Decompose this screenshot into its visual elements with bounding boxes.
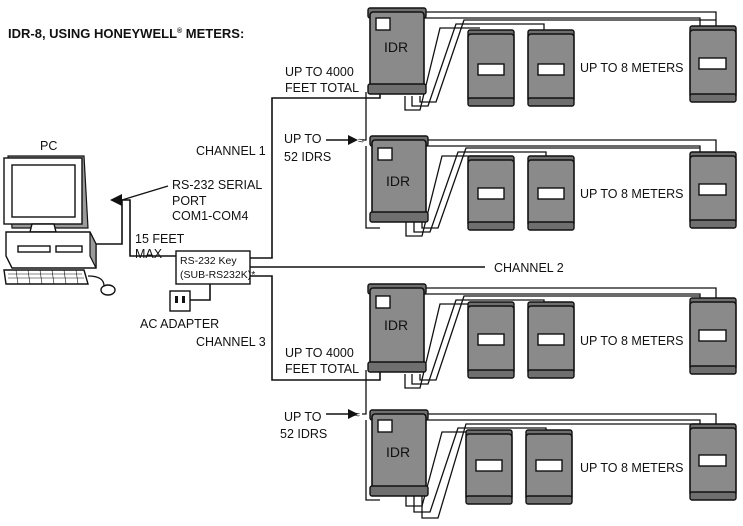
channel-1-label: CHANNEL 1 [196, 144, 266, 158]
idr-count-top-line1: UP TO [284, 132, 322, 146]
idr-group-3: ≈ IDR UP TO 8 METERS [354, 283, 737, 501]
arrow-right-icon [326, 409, 358, 419]
cable-max-line1: 15 FEET [135, 232, 185, 246]
meter [689, 151, 737, 229]
pc-computer: PC [3, 139, 116, 296]
channel-2-label: CHANNEL 2 [494, 261, 564, 275]
rs232-key-box: RS-232 Key (SUB-RS232K)* [175, 250, 255, 285]
distance-bottom-line2: FEET TOTAL [285, 362, 359, 376]
title-main: IDR-8, USING HONEYWELL [8, 26, 177, 41]
title-registered-mark: ® [177, 27, 183, 35]
diagram-title: IDR-8, USING HONEYWELL® METERS: [8, 26, 244, 41]
meters-label: UP TO 8 METERS [580, 61, 684, 75]
arrow-right-icon [326, 135, 358, 145]
idr-label: IDR [386, 444, 410, 460]
meter [467, 155, 515, 231]
distance-top-line2: FEET TOTAL [285, 81, 359, 95]
serial-port-label-line1: RS-232 SERIAL [172, 178, 262, 192]
idr-count-bottom-line2: 52 IDRS [280, 427, 327, 441]
ac-adapter-label: AC ADAPTER [140, 317, 219, 331]
idr-count-bottom-line1: UP TO [284, 410, 322, 424]
meter [467, 301, 515, 379]
meter [527, 155, 575, 231]
idr-label: IDR [386, 173, 410, 189]
idr-label: IDR [384, 317, 408, 333]
meter [527, 29, 575, 107]
meter [689, 297, 737, 375]
keyboard-keys [8, 269, 84, 285]
pc-label: PC [40, 139, 57, 153]
meters-label: UP TO 8 METERS [580, 461, 684, 475]
rs232-key-line2: (SUB-RS232K)* [180, 269, 255, 281]
serial-cable [96, 185, 176, 257]
distance-top-line1: UP TO 4000 [285, 65, 354, 79]
approx-icon: ≈ [358, 135, 364, 147]
channel-lines [250, 92, 485, 381]
meter [689, 25, 737, 103]
idr-group-2: IDR UP TO 8 METERS [369, 135, 737, 237]
cable-max-line2: MAX [135, 247, 163, 261]
meters-label: UP TO 8 METERS [580, 187, 684, 201]
meter [467, 29, 515, 107]
rs232-key-line1: RS-232 Key [180, 255, 237, 267]
meter [525, 429, 573, 505]
meter [527, 301, 575, 379]
meters-label: UP TO 8 METERS [580, 334, 684, 348]
title-suffix: METERS: [182, 26, 244, 41]
approx-icon: ≈ [354, 409, 360, 421]
distance-bottom-line1: UP TO 4000 [285, 346, 354, 360]
channel-3-label: CHANNEL 3 [196, 335, 266, 349]
idr-count-top-line2: 52 IDRS [284, 150, 331, 164]
idr-label: IDR [384, 39, 408, 55]
serial-port-label-line2: PORT [172, 194, 207, 208]
idr-group-4: IDR UP TO 8 METERS [369, 409, 737, 519]
serial-port-label-line3: COM1-COM4 [172, 209, 248, 223]
meter [465, 429, 513, 505]
meter [689, 423, 737, 501]
idr-group-1: ≈ IDR UP TO 8 METERS [358, 7, 737, 229]
ac-adapter: AC ADAPTER [140, 284, 219, 331]
